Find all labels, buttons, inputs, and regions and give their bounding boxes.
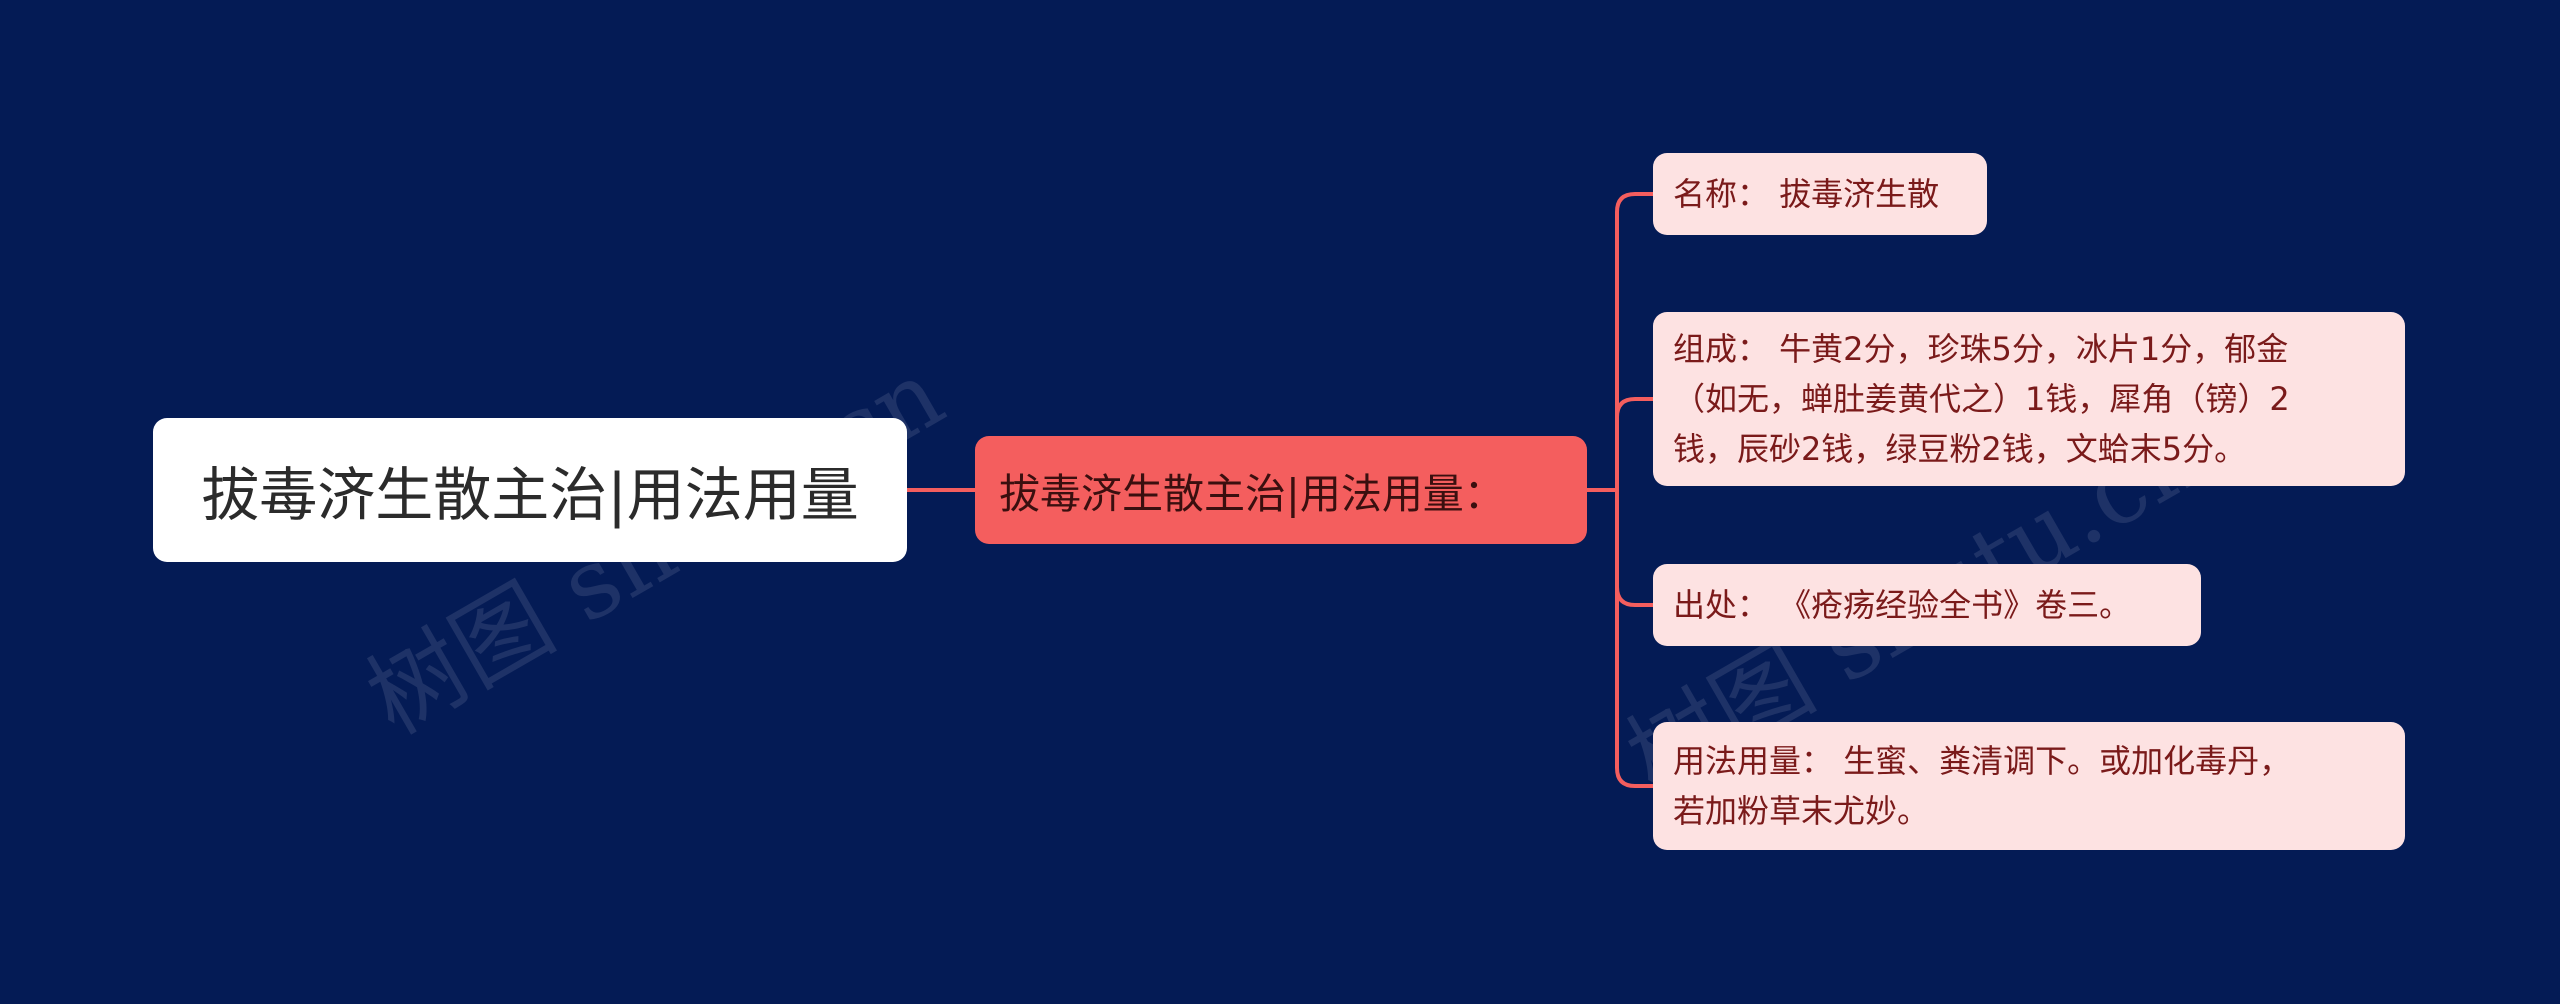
leaf-topic-name[interactable]: 名称： 拔毒济生散 [1653, 153, 1987, 235]
leaf-line: 若加粉草末尤妙。 [1673, 792, 1930, 830]
leaf-line: 用法用量： 生蜜、粪清调下。或加化毒丹， [1673, 742, 2292, 780]
leaf-topic-usage[interactable]: 用法用量： 生蜜、粪清调下。或加化毒丹， 若加粉草末尤妙。 [1653, 722, 2405, 850]
leaf-connector-3 [1615, 488, 1655, 607]
root-topic-label: 拔毒济生散主治|用法用量 [201, 461, 859, 529]
root-topic[interactable]: 拔毒济生散主治|用法用量 [153, 418, 907, 562]
leaf-line: 钱，辰砂2钱，绿豆粉2钱，文蛤末5分。 [1673, 430, 2247, 468]
leaf-connector-4 [1615, 488, 1655, 788]
leaf-line: 组成： 牛黄2分，珍珠5分，冰片1分，郁金 [1673, 330, 2289, 368]
leaf-topic-source[interactable]: 出处： 《疮疡经验全书》卷三。 [1653, 564, 2201, 646]
leaf-connector-1 [1615, 192, 1655, 492]
leaf-line: 名称： 拔毒济生散 [1673, 175, 1940, 213]
branch-topic[interactable]: 拔毒济生散主治|用法用量： [975, 436, 1587, 544]
leaf-topic-composition[interactable]: 组成： 牛黄2分，珍珠5分，冰片1分，郁金 （如无，蝉肚姜黄代之）1钱，犀角（镑… [1653, 312, 2405, 486]
leaf-line: （如无，蝉肚姜黄代之）1钱，犀角（镑）2 [1673, 380, 2290, 418]
leaf-connector-2 [1615, 397, 1655, 492]
branch-topic-label: 拔毒济生散主治|用法用量： [999, 470, 1505, 518]
leaf-line: 出处： 《疮疡经验全书》卷三。 [1673, 586, 2132, 624]
